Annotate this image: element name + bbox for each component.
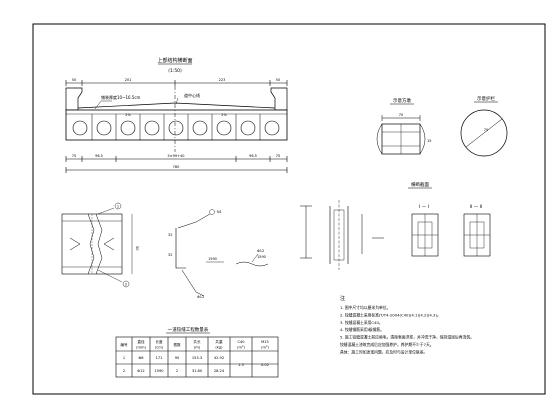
square-side: 15 [427, 139, 431, 143]
total-width: 780 [173, 165, 180, 169]
circle-title: 示意护栏 [477, 95, 495, 102]
square-title: 示意方墩 [393, 97, 411, 104]
rebar-label-b: 1590 [257, 255, 266, 259]
square-dim: 70 [399, 113, 403, 117]
section-two-label: II — II [470, 204, 483, 210]
main-section-title: 上部结构横断面 [157, 57, 192, 64]
square-block-view: 示意方墩 70 15 [376, 97, 431, 155]
table-header-cell: 编号 [120, 342, 128, 347]
rebar-detail: N1 32 32 Φ12 Φ12 1590 1590 [168, 209, 269, 299]
rebar-dim-1: 32 [168, 233, 172, 237]
dim-right: 50 [276, 78, 280, 82]
joint-label-2: 2 [125, 283, 127, 287]
table-header-cell: (cm) [155, 346, 164, 350]
hollow-cores [72, 120, 280, 136]
table-header-cell: (m³) [237, 346, 245, 350]
table-cell: 2 [176, 369, 178, 373]
sections-title: 横断截面 [411, 181, 429, 188]
joint-label-1: 1 [117, 205, 119, 209]
rebar-label-a: Φ12 [197, 295, 204, 299]
table-cell: 90 [175, 356, 180, 360]
table-cell: 1 [123, 356, 125, 360]
table-header-cell: 长度 [155, 339, 163, 344]
table-cell: 1.5 [238, 363, 244, 367]
table-header-cell: 共重 [215, 339, 223, 344]
note-line: 铰缝混凝土浇筑完成后应加强养护，养护期不少于7天。 [340, 342, 434, 347]
table-cell: Φ12 [137, 369, 144, 373]
drawing-frame [32, 23, 546, 395]
quantity-table: 一道铰缝工程数量表 编号 直径 (mm) 长度 (cm) 根数 共长 (m) 共重 (kg) C40… [115, 326, 279, 378]
note-line: 2. 铰缝混凝土采用标准JT/T4-2004(C40)(4.1)(4.2)(4.… [340, 312, 441, 317]
note-line: 具体：施工时如发现问题，应及时与设计单位联系。 [340, 349, 427, 354]
note-line: 3. 铰缝混凝土采用C40。 [340, 320, 383, 325]
dim-223: 223 [219, 78, 226, 82]
hinge-joint-detail: 1 2 50 [61, 202, 139, 288]
rebar-top-label: N1 [217, 210, 222, 214]
circle-dim: 70 [484, 128, 488, 132]
table-cell: 2 [123, 369, 125, 373]
table-header-cell: 直径 [137, 339, 145, 344]
table-title: 一道铰缝工程数量表 [168, 326, 209, 333]
joint-dim: 50 [135, 246, 139, 250]
rebar-length-label: 1590 [208, 257, 217, 261]
table-header-cell: (m) [194, 346, 201, 350]
table-header-cell: 共长 [193, 339, 201, 344]
dim-left: 50 [72, 78, 76, 82]
note-line: 5. 施工铰缝混凝土前应凿毛，清除表面浮浆，并冲洗干净，保持湿润后再浇筑。 [340, 335, 474, 340]
circle-view: 示意护栏 70 [460, 95, 508, 157]
table-cell: 28.24 [214, 369, 225, 373]
table-header-cell: M15 [261, 340, 269, 344]
slope-left: 2% [125, 113, 131, 117]
notes: 注 1. 图中尺寸均以厘米为单位。 2. 铰缝混凝土采用标准JT/T4-2004(… [340, 295, 474, 354]
rebar-label-a2: Φ12 [257, 249, 264, 253]
notes-title: 注 [340, 295, 345, 302]
table-header-cell: (mm) [136, 346, 146, 350]
note-line: 1. 图中尺寸均以厘米为单位。 [340, 305, 390, 310]
bottom-dim-left: 75 [72, 154, 76, 158]
bottom-dim-mid-left: 96.5 [95, 154, 103, 158]
bottom-dim-mid-right: 96.5 [249, 154, 257, 158]
main-section-scale: (1:50) [168, 68, 182, 74]
table-cell: 153.3 [192, 356, 202, 360]
table-header-cell: (kg) [215, 346, 223, 350]
table-header-cell: C40 [237, 340, 245, 344]
rebar-dim-2: 32 [168, 253, 172, 257]
section-views: 横断截面 I — I II — II [300, 181, 491, 270]
slope-right: 2% [221, 113, 227, 117]
bottom-dim-right: 75 [276, 154, 280, 158]
table-cell: 171 [156, 356, 163, 360]
table-cell: 42.92 [214, 356, 224, 360]
table-header-cell: (m³) [261, 346, 269, 350]
bottom-dim-center: 5×99+40 [168, 154, 185, 158]
dim-201: 201 [125, 78, 132, 82]
table-cell: 1590 [154, 369, 164, 373]
main-cross-section: 上部结构横断面 (1:50) 50 201 223 50 [65, 57, 288, 173]
centerline-label: 道中心线 [184, 92, 200, 98]
table-header-cell: 根数 [173, 342, 181, 347]
table-cell: 0.02 [261, 363, 269, 367]
note-line: 4. 铰缝钢筋采用Ⅰ级钢筋。 [340, 327, 384, 332]
thickness-label: 铺装厚度10~16.5cm [101, 94, 141, 100]
table-cell: Φ8 [138, 356, 144, 360]
section-one-label: I — I [419, 204, 429, 210]
table-cell: 31.80 [192, 369, 203, 373]
